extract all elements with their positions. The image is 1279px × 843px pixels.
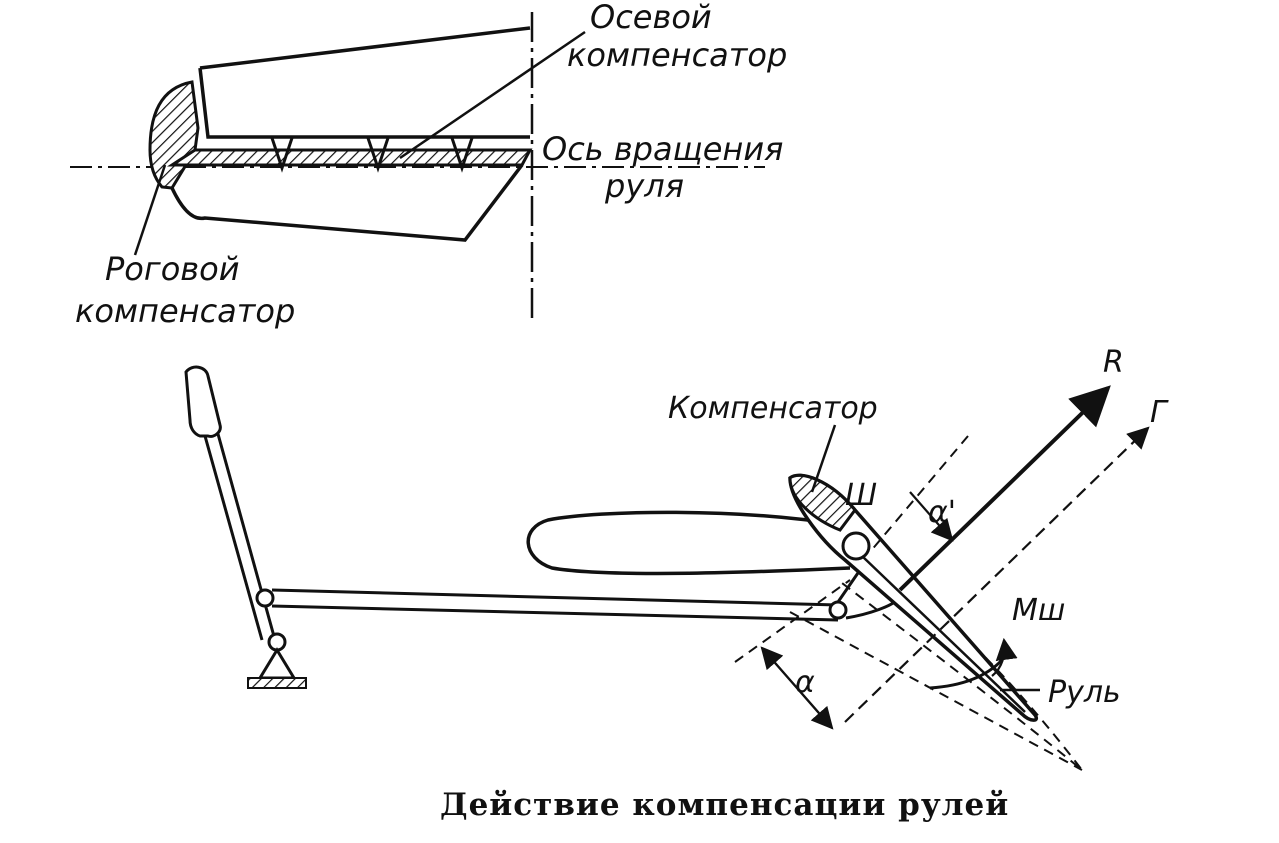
push-rod xyxy=(271,588,839,622)
hinge-label: Ш xyxy=(845,478,877,513)
axis-label-line2: руля xyxy=(604,167,684,205)
control-mechanism: Компенсатор R Г Ш α' α Мш Руль xyxy=(184,345,1169,771)
horn-compensator-shape xyxy=(148,80,200,190)
r-force-label: R xyxy=(1103,345,1124,380)
axis-label-line1: Ось вращения xyxy=(542,130,783,168)
axial-compensator-strip xyxy=(166,148,533,167)
g-force-arrow xyxy=(844,426,1150,723)
hinge-bracket xyxy=(270,137,294,173)
alpha-dashed-1 xyxy=(734,579,851,663)
control-stick-shaft xyxy=(203,433,277,641)
compensator-label: Компенсатор xyxy=(668,391,878,426)
push-rod-end-joint xyxy=(828,600,848,620)
horn-label-line1: Роговой xyxy=(105,250,240,288)
control-stick-grip xyxy=(184,365,222,438)
neutral-chord-dashed xyxy=(789,611,1083,771)
rudder-label: Руль xyxy=(1048,675,1121,710)
r-force-arrow xyxy=(898,385,1111,592)
alpha-prime-dashed-1 xyxy=(869,435,969,553)
horn-leader-line xyxy=(133,164,167,256)
alpha-dimension-arrow-back xyxy=(760,646,833,729)
alpha-label: α xyxy=(795,665,815,700)
stick-link-joint xyxy=(255,588,275,608)
g-force-label: Г xyxy=(1150,395,1169,430)
fixed-airfoil xyxy=(526,510,851,576)
fixed-surface-outline xyxy=(198,26,531,139)
axial-leader-line xyxy=(399,30,586,160)
rudder-hinge-circle xyxy=(841,531,871,561)
compensator-hatched xyxy=(788,473,857,532)
compensator-leader-line xyxy=(810,424,837,493)
rudder-inner-line xyxy=(861,555,1026,713)
hinge-moment-arc-2 xyxy=(991,637,1018,677)
axial-label-line2: компенсатор xyxy=(567,36,787,74)
hinge-bracket xyxy=(450,137,474,173)
ground-support xyxy=(257,647,297,680)
alpha-prime-label: α' xyxy=(928,495,956,530)
axial-label-line1: Осевой xyxy=(590,0,712,36)
alpha-prime-arrow xyxy=(909,491,954,542)
rudder-planform: Осевой компенсатор Ось вращения руля Рог… xyxy=(70,0,787,330)
rudder-outline xyxy=(170,163,524,242)
ground-hatch xyxy=(247,677,307,689)
hinge-bracket xyxy=(366,137,390,173)
moment-label: Мш xyxy=(1012,593,1065,628)
hinge-moment-arc xyxy=(929,658,1004,690)
figure-caption: Действие компенсации рулей xyxy=(440,787,1009,823)
horn-label-line2: компенсатор xyxy=(75,292,295,330)
